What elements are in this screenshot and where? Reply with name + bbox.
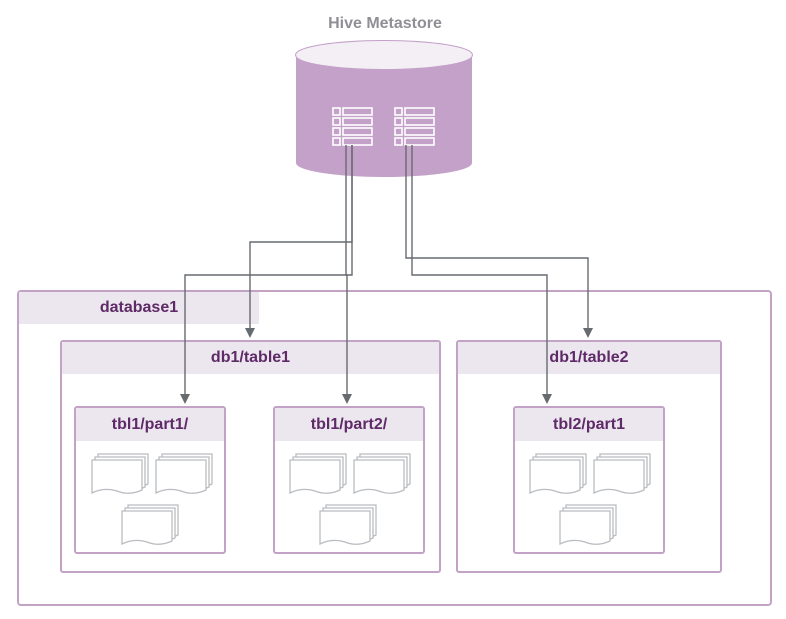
partition-label: tbl1/part2/ (275, 408, 423, 441)
table-list-icon (332, 107, 373, 146)
partition-label: tbl2/part1 (515, 408, 663, 441)
table-label: db1/table2 (458, 342, 720, 374)
partition-container: tbl1/part1/ (74, 406, 226, 554)
partition-label: tbl1/part1/ (76, 408, 224, 441)
table-list-icon (394, 107, 435, 146)
table-label: db1/table1 (62, 342, 439, 374)
partition-container: tbl2/part1 (513, 406, 665, 554)
database-label: database1 (19, 292, 259, 324)
metastore-title: Hive Metastore (328, 15, 442, 32)
metastore-cylinder-icon (295, 40, 473, 177)
partition-container: tbl1/part2/ (273, 406, 425, 554)
